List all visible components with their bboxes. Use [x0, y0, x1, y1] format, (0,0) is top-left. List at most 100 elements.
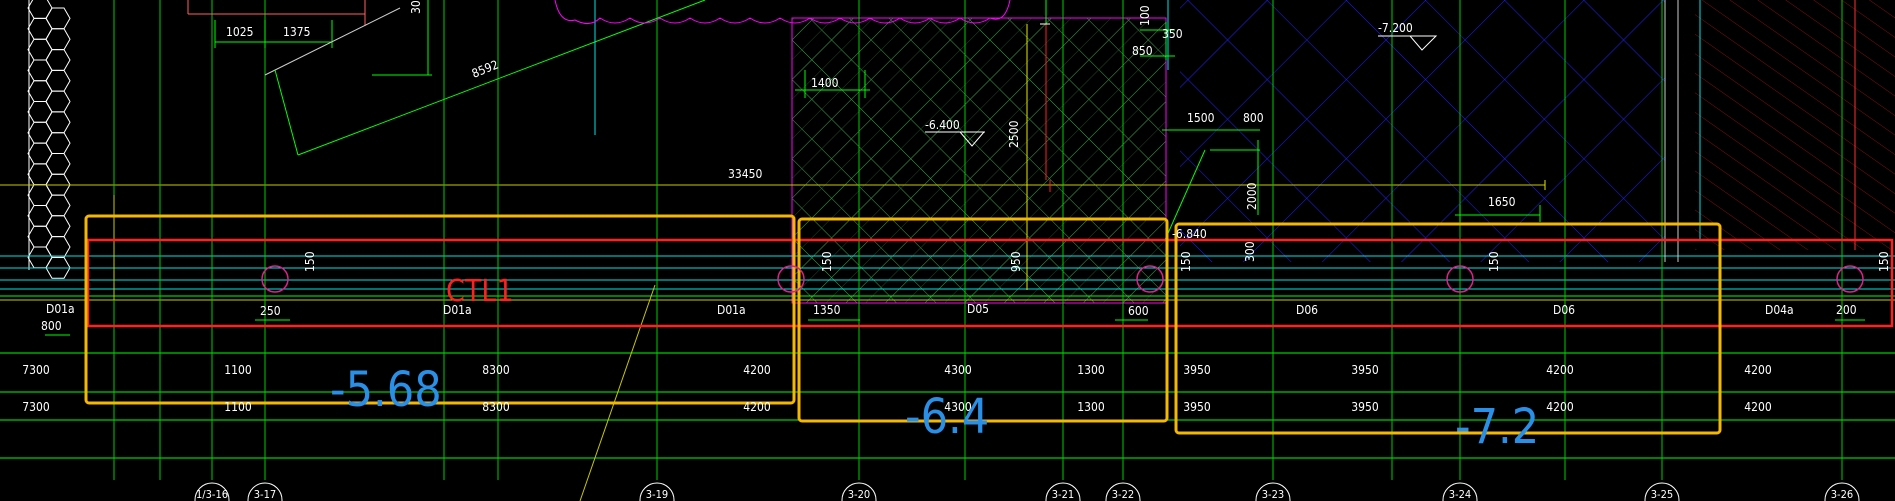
dim-150: 150	[1179, 251, 1193, 272]
span-dimension: 3950	[1351, 400, 1379, 414]
support-circle	[1446, 265, 1474, 293]
hexagon-pattern-strip	[27, 0, 71, 279]
overall-dim-33450: 33450	[728, 167, 762, 181]
member-code: D05	[967, 302, 989, 316]
blue-hatch-region	[1180, 0, 1665, 262]
dim-850: 850	[1132, 44, 1153, 58]
axis-label: 3-26	[1831, 488, 1853, 501]
beam-row-labels: 250 800 1350 600 200 D01a D01a D01a D05 …	[41, 302, 1857, 333]
beam-label-ctl1: CTL1	[446, 274, 514, 309]
member-code: D01a	[46, 302, 75, 316]
axis-label: 3-19	[646, 488, 668, 501]
span-dimension: 3950	[1183, 400, 1211, 414]
axis-bubble	[1105, 482, 1141, 501]
hexagon-cell	[45, 69, 71, 92]
hexagon-cell	[27, 246, 53, 269]
axis-label: 3-22	[1112, 488, 1134, 501]
span-dimension: 1100	[224, 400, 252, 414]
zone-mid-outline[interactable]	[797, 217, 1169, 423]
elevation-zone-mid: -6.4	[905, 389, 989, 445]
hexagon-cell	[27, 17, 53, 40]
beam-ctl1-outline[interactable]	[86, 238, 1894, 328]
dim-100: 100	[1138, 5, 1152, 26]
dim-150: 150	[303, 251, 317, 272]
zone-left-outline[interactable]	[84, 214, 796, 405]
span-dimension: 1300	[1077, 400, 1105, 414]
hexagon-cell	[45, 132, 71, 154]
span-dimension: 4200	[1744, 363, 1772, 377]
dim-600: 600	[1128, 304, 1149, 318]
zone-elevation-labels: -5.68 -6.4 -7.2	[330, 362, 1539, 455]
axis-label: 3-24	[1449, 488, 1471, 501]
hexagon-cell	[27, 142, 53, 165]
span-dimension: 8300	[482, 400, 510, 414]
hexagon-cell	[45, 153, 71, 175]
dim-1375: 1375	[283, 25, 310, 39]
dim-308: 308	[409, 0, 423, 14]
member-code: D01a	[717, 303, 746, 317]
axis-bubble	[1045, 482, 1081, 501]
top-left-geometry	[187, 0, 1169, 156]
hexagon-cell	[45, 7, 71, 30]
dim-1025: 1025	[226, 25, 253, 39]
dim-350: 350	[1162, 27, 1183, 41]
dim-300: 300	[1243, 241, 1257, 262]
elevation-mid-right: -6.840	[1172, 227, 1207, 241]
vertical-dimension-labels: 2500 2000 300 950 150 150 150 150 150	[303, 120, 1891, 272]
member-code: D06	[1553, 303, 1575, 317]
hexagon-cell	[27, 101, 53, 123]
hexagon-cell	[27, 38, 53, 61]
hexagon-cell	[27, 0, 53, 19]
span-dimension: 4200	[743, 363, 771, 377]
support-circle	[1836, 265, 1864, 293]
dim-150: 150	[1487, 251, 1501, 272]
span-dimension: 4200	[1546, 363, 1574, 377]
dim-1500: 1500	[1187, 111, 1215, 125]
axis-label: 3-20	[848, 488, 870, 501]
zone-right-outline[interactable]	[1174, 222, 1722, 435]
span-dimension: 4200	[1546, 400, 1574, 414]
hexagon-cell	[27, 80, 53, 102]
axis-bubble	[1824, 482, 1860, 501]
span-dimension: 3950	[1183, 363, 1211, 377]
dim-8592: 8592	[470, 57, 501, 80]
hexagon-cell	[45, 215, 71, 238]
reference-lines	[0, 184, 1895, 459]
elevation-hatch-center: -6.400	[925, 118, 960, 132]
axis-bubble	[1644, 482, 1680, 501]
span-dimension: 1300	[1077, 363, 1105, 377]
dim-200: 200	[1836, 303, 1857, 317]
span-dimension: 8300	[482, 363, 510, 377]
span-dimension: 4300	[944, 400, 972, 414]
elevation-zone-left: -5.68	[330, 362, 442, 418]
green-hatch-fine	[792, 18, 1166, 303]
dim-800: 800	[41, 319, 62, 333]
axis-label: 3-17	[254, 488, 276, 501]
axis-bubble	[1255, 482, 1291, 501]
hexagon-cell	[27, 184, 53, 206]
dim-950: 950	[1009, 251, 1023, 272]
span-dimension: 4200	[1744, 400, 1772, 414]
span-dimension: 3950	[1351, 363, 1379, 377]
axis-label: 1/3-16	[196, 488, 228, 501]
axis-bubble	[639, 482, 675, 501]
span-dimension: 4300	[944, 363, 972, 377]
member-code: D04a	[1765, 303, 1794, 317]
dim-1400: 1400	[811, 76, 839, 90]
dim-800: 800	[1243, 111, 1264, 125]
axis-bubble	[1442, 482, 1478, 501]
hexagon-cell	[27, 121, 53, 144]
axis-bubble	[194, 482, 230, 501]
hexagon-cell	[45, 49, 71, 71]
span-dimension: 4200	[743, 400, 771, 414]
dim-150: 150	[820, 251, 834, 272]
axis-bubble	[247, 482, 283, 501]
dim-2000: 2000	[1245, 182, 1259, 210]
hexagon-cell	[27, 163, 53, 186]
hexagon-cell	[45, 236, 71, 258]
hexagon-cell	[45, 90, 71, 113]
